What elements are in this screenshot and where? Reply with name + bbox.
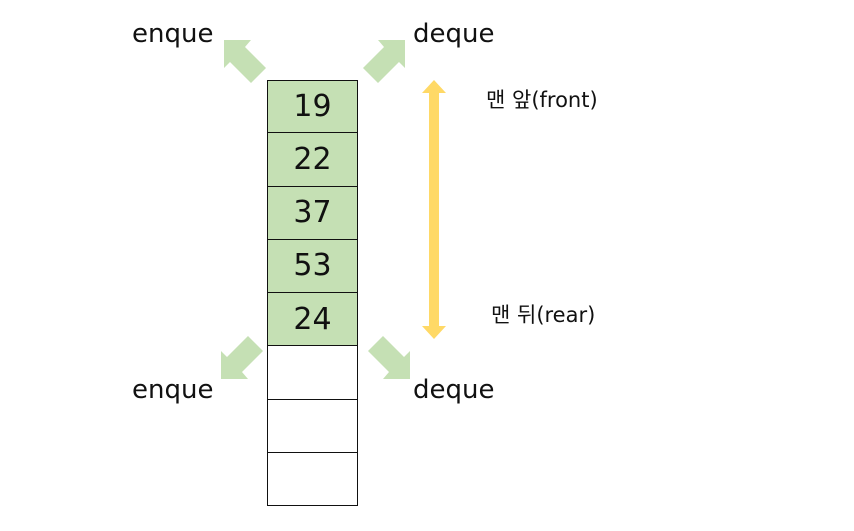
queue-cell: 22 [267, 133, 358, 187]
queue-cell: 19 [267, 80, 358, 134]
queue-cell-empty [267, 346, 358, 400]
queue-cell: 37 [267, 186, 358, 240]
enque-bottom-label: enque [132, 375, 214, 405]
rear-label: 맨 뒤(rear) [491, 303, 596, 327]
front-rear-double-arrow [422, 80, 446, 339]
queue-stack: 19 22 37 53 24 [267, 80, 358, 506]
deque-top-label: deque [413, 19, 495, 49]
deque-bottom-label: deque [413, 375, 495, 405]
front-label: 맨 앞(front) [486, 88, 598, 112]
queue-cell-empty [267, 399, 358, 453]
deque-top-arrow [363, 40, 405, 83]
enque-top-arrow [224, 40, 266, 83]
queue-cell-empty [267, 452, 358, 506]
queue-cell: 24 [267, 293, 358, 347]
enque-bottom-arrow [221, 336, 263, 379]
enque-top-label: enque [132, 19, 214, 49]
queue-cell: 53 [267, 239, 358, 293]
deque-bottom-arrow [368, 336, 410, 379]
